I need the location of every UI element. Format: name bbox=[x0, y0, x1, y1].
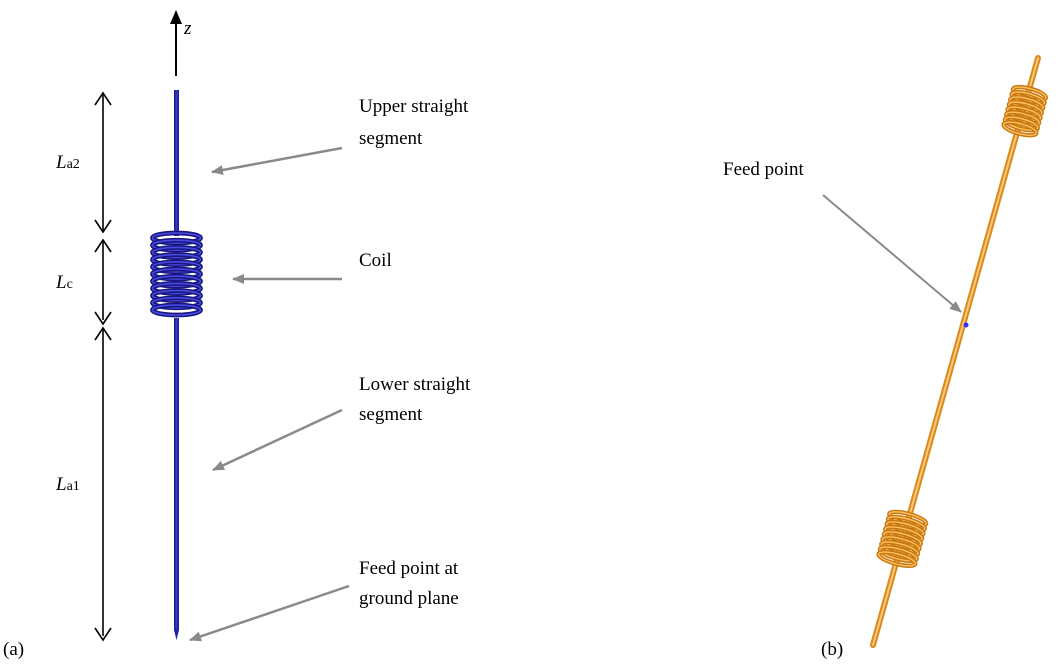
lower-coil-b bbox=[876, 509, 929, 568]
coil-turn-highlight bbox=[151, 275, 202, 288]
coil-turn-highlight bbox=[151, 268, 202, 280]
upper-segment-label-2: segment bbox=[359, 128, 423, 149]
lower-segment-label-2: segment bbox=[359, 404, 423, 425]
panel-a-label: (a) bbox=[3, 639, 24, 660]
dim-la2-label: La2 bbox=[55, 152, 80, 173]
feed-point-marker bbox=[963, 322, 969, 328]
coil-a bbox=[150, 230, 203, 318]
feed-tip bbox=[174, 630, 179, 640]
coil-turn-highlight bbox=[151, 253, 202, 266]
feed-point-label: Feed point at bbox=[359, 558, 459, 579]
z-axis: z bbox=[170, 10, 192, 76]
coil-label: Coil bbox=[359, 250, 392, 271]
coil-turn-highlight bbox=[151, 289, 202, 302]
dim-la1-label: La1 bbox=[55, 474, 80, 495]
panel-a: z bbox=[3, 10, 471, 660]
upper-straight-segment bbox=[174, 90, 179, 236]
coil-turn-highlight bbox=[1004, 116, 1039, 131]
upper-segment-label: Upper straight bbox=[359, 96, 469, 117]
upper-coil-b bbox=[1001, 84, 1049, 138]
lower-straight-segment bbox=[174, 318, 179, 630]
feed-point-label-2: ground plane bbox=[359, 588, 459, 609]
coil-turn-highlight bbox=[151, 239, 202, 251]
coil-turn-highlight bbox=[151, 304, 202, 316]
feed-point-pointer bbox=[189, 584, 350, 642]
dim-la1-arrow bbox=[94, 326, 112, 642]
pointer-arrows bbox=[189, 146, 350, 642]
panel-b: Feed point (b) bbox=[723, 55, 1049, 660]
dim-la2-arrow bbox=[94, 91, 112, 234]
coil-turn-highlight bbox=[879, 546, 918, 562]
lower-segment-label: Lower straight bbox=[359, 374, 471, 395]
feed-point-label-b: Feed point bbox=[723, 159, 804, 180]
upper-segment-pointer bbox=[211, 146, 343, 175]
dimension-arrows bbox=[94, 91, 112, 642]
panel-b-label: (b) bbox=[821, 639, 843, 660]
dim-lc-arrow bbox=[94, 238, 112, 326]
dim-lc-label: Lc bbox=[55, 272, 73, 293]
coil-turn-highlight bbox=[151, 232, 202, 244]
feed-point-pointer-b bbox=[822, 194, 962, 313]
coil-turn-highlight bbox=[151, 246, 202, 259]
coil-turn-highlight bbox=[151, 296, 202, 309]
coil-turn-highlight bbox=[1002, 121, 1038, 136]
z-axis-label: z bbox=[183, 18, 192, 39]
coil-turn-highlight bbox=[151, 260, 202, 273]
lower-segment-pointer bbox=[212, 408, 343, 472]
coil-turn-highlight bbox=[151, 282, 202, 295]
antenna-a bbox=[150, 90, 203, 640]
coil-turn-highlight bbox=[877, 551, 917, 567]
